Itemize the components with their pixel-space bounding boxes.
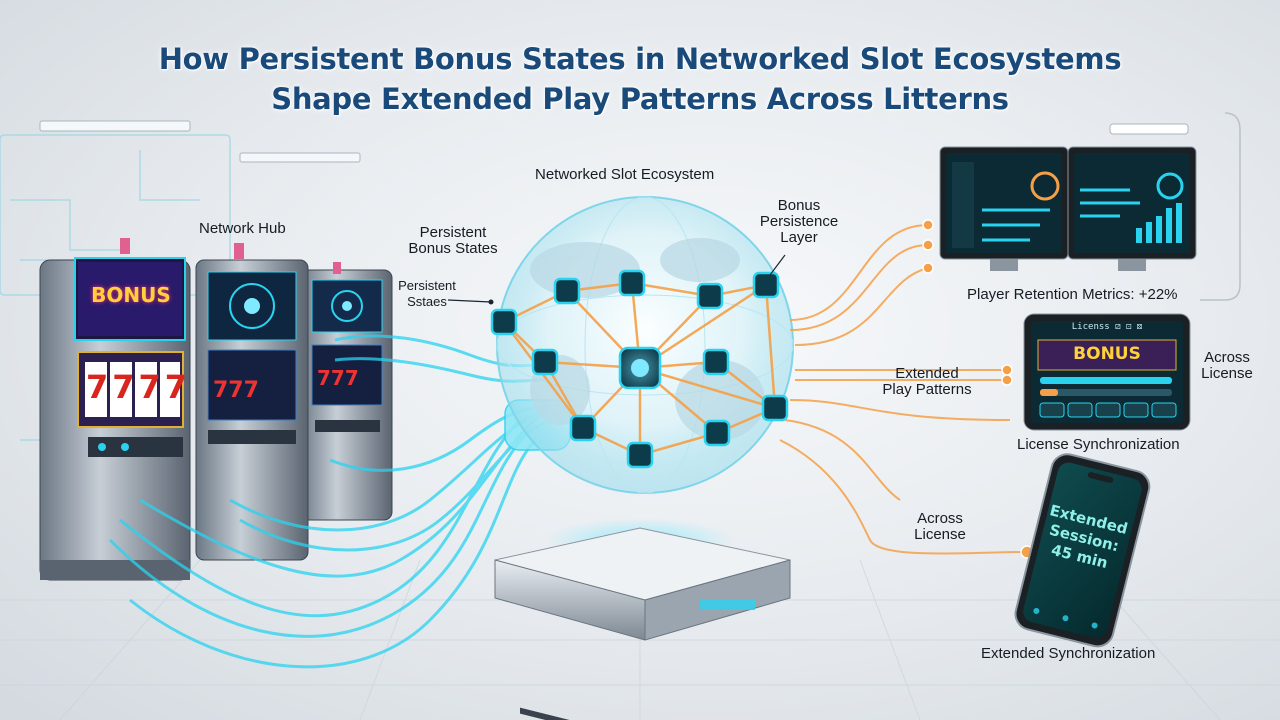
slot-machine-1 xyxy=(39,238,191,581)
network-hub-label: Network Hub xyxy=(199,220,286,237)
tablet-header-text: Licenss ⚂ ⚀ ⚄ xyxy=(1071,322,1143,332)
persistent-sstaes-label: Persistent Sstaes xyxy=(398,278,456,309)
ecosystem-label: Networked Slot Ecosystem xyxy=(535,166,715,183)
slot-bonus-text: BONUS xyxy=(91,283,171,307)
server-base xyxy=(494,518,791,720)
ceiling-light xyxy=(239,152,361,163)
tablet-bonus-text: BONUS xyxy=(1073,344,1141,364)
across-license-right-label: Across License xyxy=(1201,349,1253,382)
title-line-1: How Persistent Bonus States in Networked… xyxy=(158,42,1122,76)
slot-reels-text: 7777 xyxy=(86,368,192,406)
title-line-2: Shape Extended Play Patterns Across Litt… xyxy=(271,82,1009,116)
retention-label: Player Retention Metrics: +22% xyxy=(967,286,1178,303)
bonus-persistence-layer-label: Bonus Persistence Layer xyxy=(759,197,839,246)
extended-play-label: Extended Play Patterns xyxy=(882,365,972,398)
extended-sync-label: Extended Synchronization xyxy=(981,645,1156,662)
slot-machine-2: 777 xyxy=(195,243,309,561)
ceiling-light xyxy=(39,120,191,132)
license-sync-label: License Synchronization xyxy=(1017,436,1180,453)
smartphone xyxy=(1014,453,1151,648)
across-license-mid-label: Across License xyxy=(914,510,966,543)
ceiling-light xyxy=(1109,123,1189,135)
slot-machine-3: 777 xyxy=(299,262,393,521)
dashboard-monitors xyxy=(939,146,1197,271)
svg-text:777: 777 xyxy=(317,366,359,390)
svg-text:777: 777 xyxy=(213,378,259,403)
orange-data-lines xyxy=(779,224,1026,555)
tablet xyxy=(1023,313,1191,431)
persistent-bonus-states-label: Persistent Bonus States xyxy=(408,224,498,257)
network-globe xyxy=(485,190,795,500)
